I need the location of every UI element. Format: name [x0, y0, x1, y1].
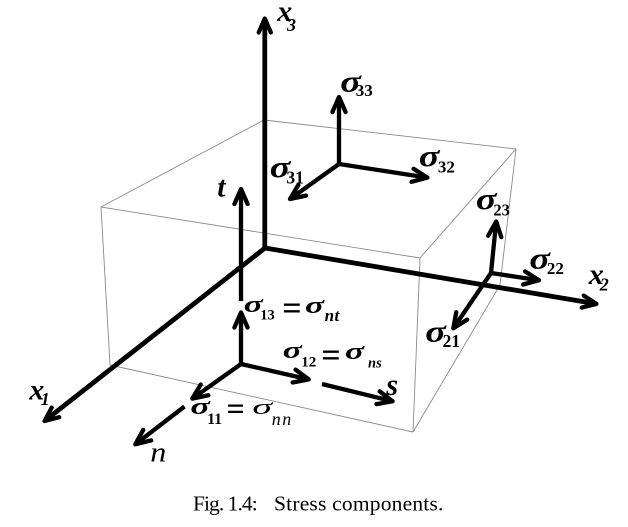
svg-text:2: 2: [599, 275, 609, 295]
svg-text:s: s: [385, 368, 398, 402]
svg-text:=: =: [226, 391, 244, 427]
svg-text:σ: σ: [419, 138, 441, 173]
svg-text:13: 13: [260, 308, 275, 324]
svg-text:=: =: [321, 337, 340, 374]
svg-text:nt: nt: [325, 306, 341, 325]
svg-text:σ: σ: [529, 241, 551, 276]
svg-text:σ: σ: [340, 64, 362, 99]
svg-text:Stress components.: Stress components.: [274, 492, 444, 516]
svg-text:12: 12: [301, 355, 316, 371]
svg-text:σ: σ: [244, 291, 264, 317]
svg-text:ns: ns: [368, 356, 382, 372]
svg-text:3: 3: [286, 15, 296, 35]
svg-text:21: 21: [443, 331, 461, 351]
svg-text:23: 23: [493, 200, 510, 219]
svg-text:σ: σ: [425, 314, 447, 349]
svg-text:σ: σ: [270, 149, 292, 184]
svg-text:x: x: [276, 0, 292, 28]
svg-text:Fig. 1.4:: Fig. 1.4:: [193, 492, 257, 516]
svg-text:x: x: [588, 258, 604, 291]
svg-text:32: 32: [438, 158, 455, 177]
svg-text:nn: nn: [272, 409, 293, 429]
svg-text:σ: σ: [345, 338, 365, 364]
svg-text:σ: σ: [252, 394, 273, 419]
svg-text:1: 1: [41, 389, 50, 409]
svg-text:σ: σ: [283, 337, 303, 363]
svg-text:t: t: [217, 171, 226, 203]
svg-text:11: 11: [207, 411, 222, 428]
svg-text:n: n: [150, 437, 166, 469]
svg-text:22: 22: [547, 259, 564, 278]
svg-text:33: 33: [356, 81, 373, 100]
svg-text:31: 31: [286, 167, 304, 187]
svg-text:σ: σ: [190, 393, 211, 420]
svg-text:σ: σ: [476, 182, 498, 217]
svg-text:x: x: [28, 373, 44, 406]
svg-text:=: =: [282, 290, 301, 327]
svg-text:σ: σ: [305, 292, 325, 318]
